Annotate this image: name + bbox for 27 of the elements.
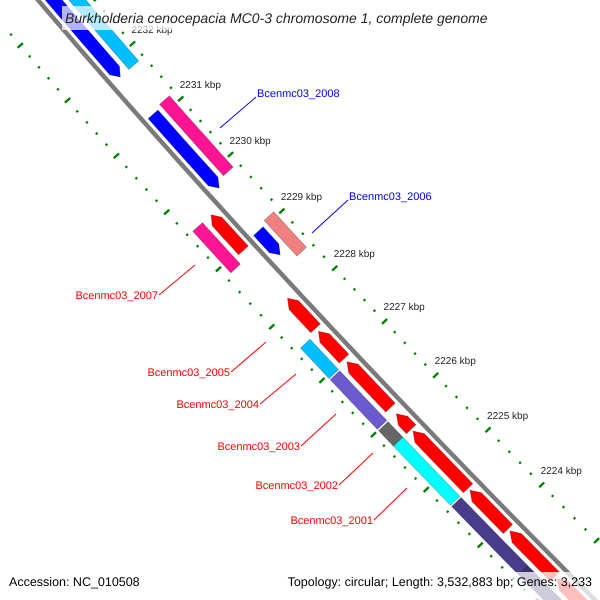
- gene-label: Bcenmc03_2008: [257, 88, 340, 101]
- leader-line: [260, 374, 296, 404]
- leader-line: [220, 96, 256, 128]
- leader-line: [312, 200, 348, 234]
- accession-text: Accession: NC_010508: [9, 574, 140, 590]
- tick-label: 2230 kbp: [230, 136, 271, 148]
- gene-label: Bcenmc03_2001: [290, 515, 373, 528]
- tick-label: 2228 kbp: [334, 249, 375, 262]
- leader-line: [338, 452, 374, 486]
- leader-line: [300, 414, 336, 446]
- gene-label: Bcenmc03_2005: [147, 367, 230, 380]
- gene-label: Bcenmc03_2002: [255, 480, 338, 493]
- tick-label: 2227 kbp: [384, 302, 425, 314]
- leader-line: [230, 342, 266, 372]
- gene-label: Bcenmc03_2006: [349, 191, 432, 204]
- leader-line: [374, 488, 408, 520]
- tick-label: 2226 kbp: [434, 356, 476, 368]
- tick-label: 2232 kbp: [131, 24, 173, 37]
- gene-label: Bcenmc03_2007: [75, 290, 158, 303]
- tick-label: 2229 kbp: [280, 192, 322, 204]
- tick-label: 2231 kbp: [180, 80, 221, 92]
- tick-label: 2224 kbp: [540, 466, 582, 478]
- leader-line: [158, 264, 196, 296]
- gene-label: Bcenmc03_2003: [217, 441, 300, 454]
- gene-label: Bcenmc03_2004: [176, 399, 259, 412]
- tick-label: 2225 kbp: [487, 410, 528, 423]
- genome-stats-text: Topology: circular; Length: 3,532,883 bp; Genes: 3,233: [288, 574, 592, 590]
